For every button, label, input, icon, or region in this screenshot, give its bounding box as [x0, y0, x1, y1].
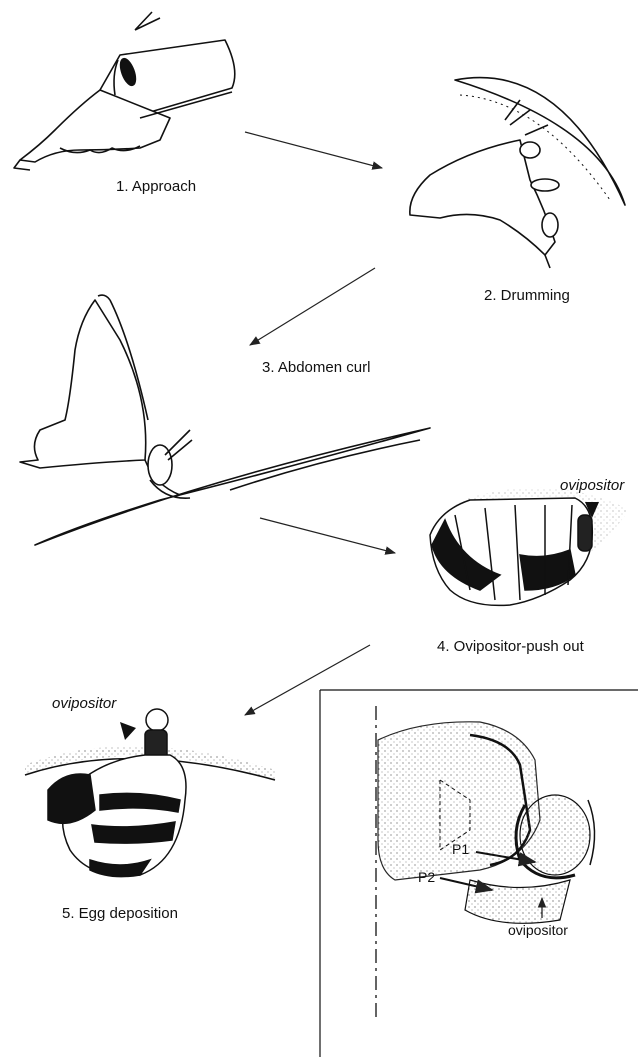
arrow-2-to-3 — [250, 268, 375, 345]
p1-pointer — [476, 852, 535, 862]
stage-2-label: 2. Drumming — [484, 287, 570, 304]
p2-pointer — [440, 878, 492, 890]
ovipositor-label-stage4: ovipositor — [560, 477, 624, 494]
arrow-3-to-4 — [260, 518, 395, 553]
stage-4-label: 4. Ovipositor-push out — [437, 638, 584, 655]
arrow-1-to-2 — [245, 132, 382, 168]
inset-ovipositor-label: ovipositor — [508, 922, 568, 938]
stage-3-label: 3. Abdomen curl — [262, 359, 370, 376]
inset-p2-label: P2 — [418, 869, 435, 885]
stage-1-label: 1. Approach — [116, 178, 196, 195]
inset-p1-label: P1 — [452, 841, 469, 857]
ovipositor-label-stage5: ovipositor — [52, 695, 116, 712]
stage-5-label: 5. Egg deposition — [62, 905, 178, 922]
arrow-4-to-5 — [245, 645, 370, 715]
